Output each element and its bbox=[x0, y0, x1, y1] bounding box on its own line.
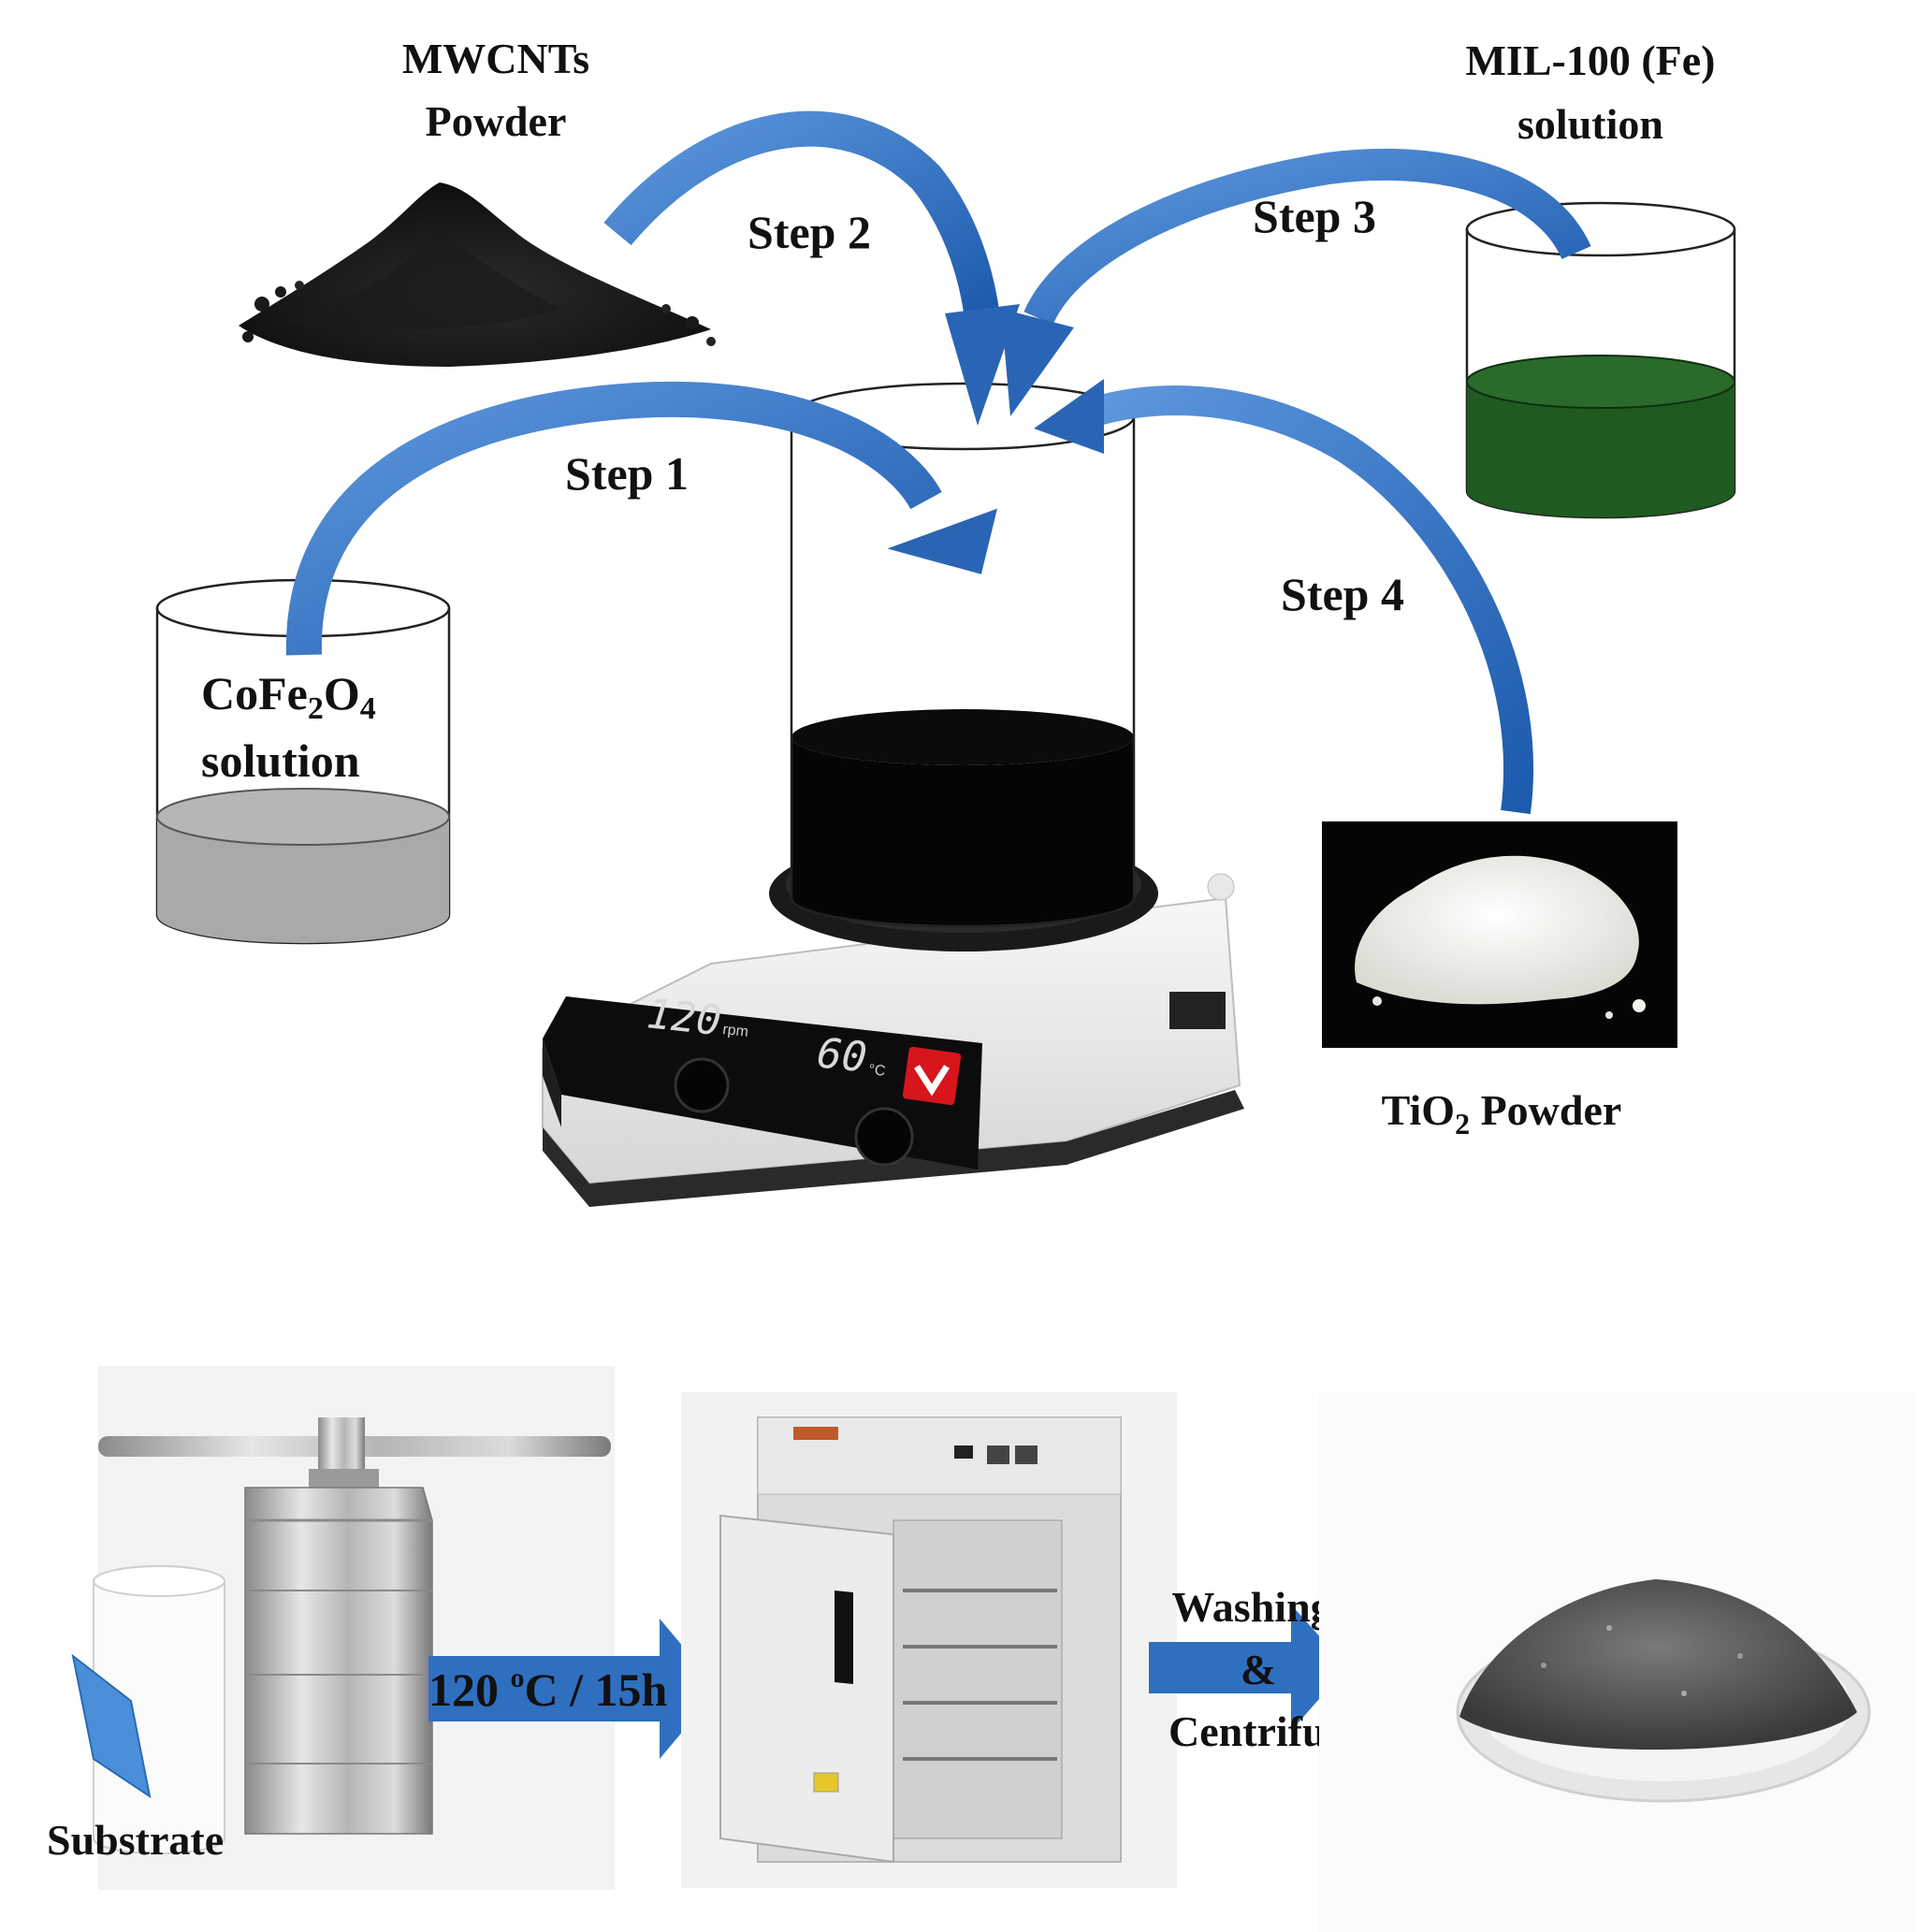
step1-label: Step 1 bbox=[565, 447, 689, 500]
step4-label: Step 4 bbox=[1281, 568, 1404, 620]
step3-label: Step 3 bbox=[1253, 190, 1376, 242]
substrate-slide bbox=[71, 1653, 152, 1799]
tio2-powder-photo bbox=[1322, 821, 1677, 1048]
step1-arrow bbox=[285, 382, 997, 656]
hydrothermal-arrow bbox=[428, 1619, 718, 1759]
temperature-unit: °C bbox=[868, 1062, 887, 1080]
washing-label: Washing bbox=[1171, 1583, 1331, 1631]
mil-label-line2: solution bbox=[1517, 100, 1663, 148]
final-product-dish bbox=[1319, 1392, 1916, 1932]
tio2-label: TiO2 Powder bbox=[1382, 1086, 1622, 1140]
mil-label-line1: MIL-100 (Fe) bbox=[1466, 36, 1716, 84]
hydrothermal-condition-label: 120 oC / 15h bbox=[428, 1663, 668, 1716]
mwcnts-powder-pile bbox=[239, 182, 716, 367]
temperature-knob[interactable] bbox=[854, 1107, 914, 1167]
temperature-display: 60 bbox=[815, 1029, 869, 1082]
mwcnts-label-line1: MWCNTs bbox=[402, 35, 589, 82]
mil-100-beaker bbox=[1465, 201, 1736, 519]
step2-label: Step 2 bbox=[748, 206, 871, 258]
central-reaction-beaker bbox=[790, 382, 1136, 928]
cofe2o4-beaker bbox=[155, 578, 451, 945]
speed-display: 120 bbox=[645, 990, 723, 1045]
washing-arrow bbox=[1149, 1605, 1347, 1731]
mwcnts-label-line2: Powder bbox=[426, 97, 567, 145]
oven-photo bbox=[681, 1392, 1177, 1888]
step2-arrow bbox=[603, 110, 1020, 426]
cofe2o4-label-line2: solution bbox=[201, 734, 360, 787]
speed-unit: rpm bbox=[722, 1022, 749, 1040]
step4-arrow bbox=[1034, 379, 1534, 815]
step3-arrow bbox=[1001, 148, 1591, 416]
cofe2o4-label-line1: CoFe2O4 bbox=[201, 667, 376, 726]
ampersand-label: & bbox=[1241, 1646, 1276, 1693]
stirrer-logo-icon bbox=[902, 1046, 962, 1106]
speed-knob[interactable] bbox=[674, 1057, 730, 1113]
substrate-label: Substrate bbox=[47, 1816, 224, 1864]
autoclave-photo bbox=[71, 1366, 615, 1890]
